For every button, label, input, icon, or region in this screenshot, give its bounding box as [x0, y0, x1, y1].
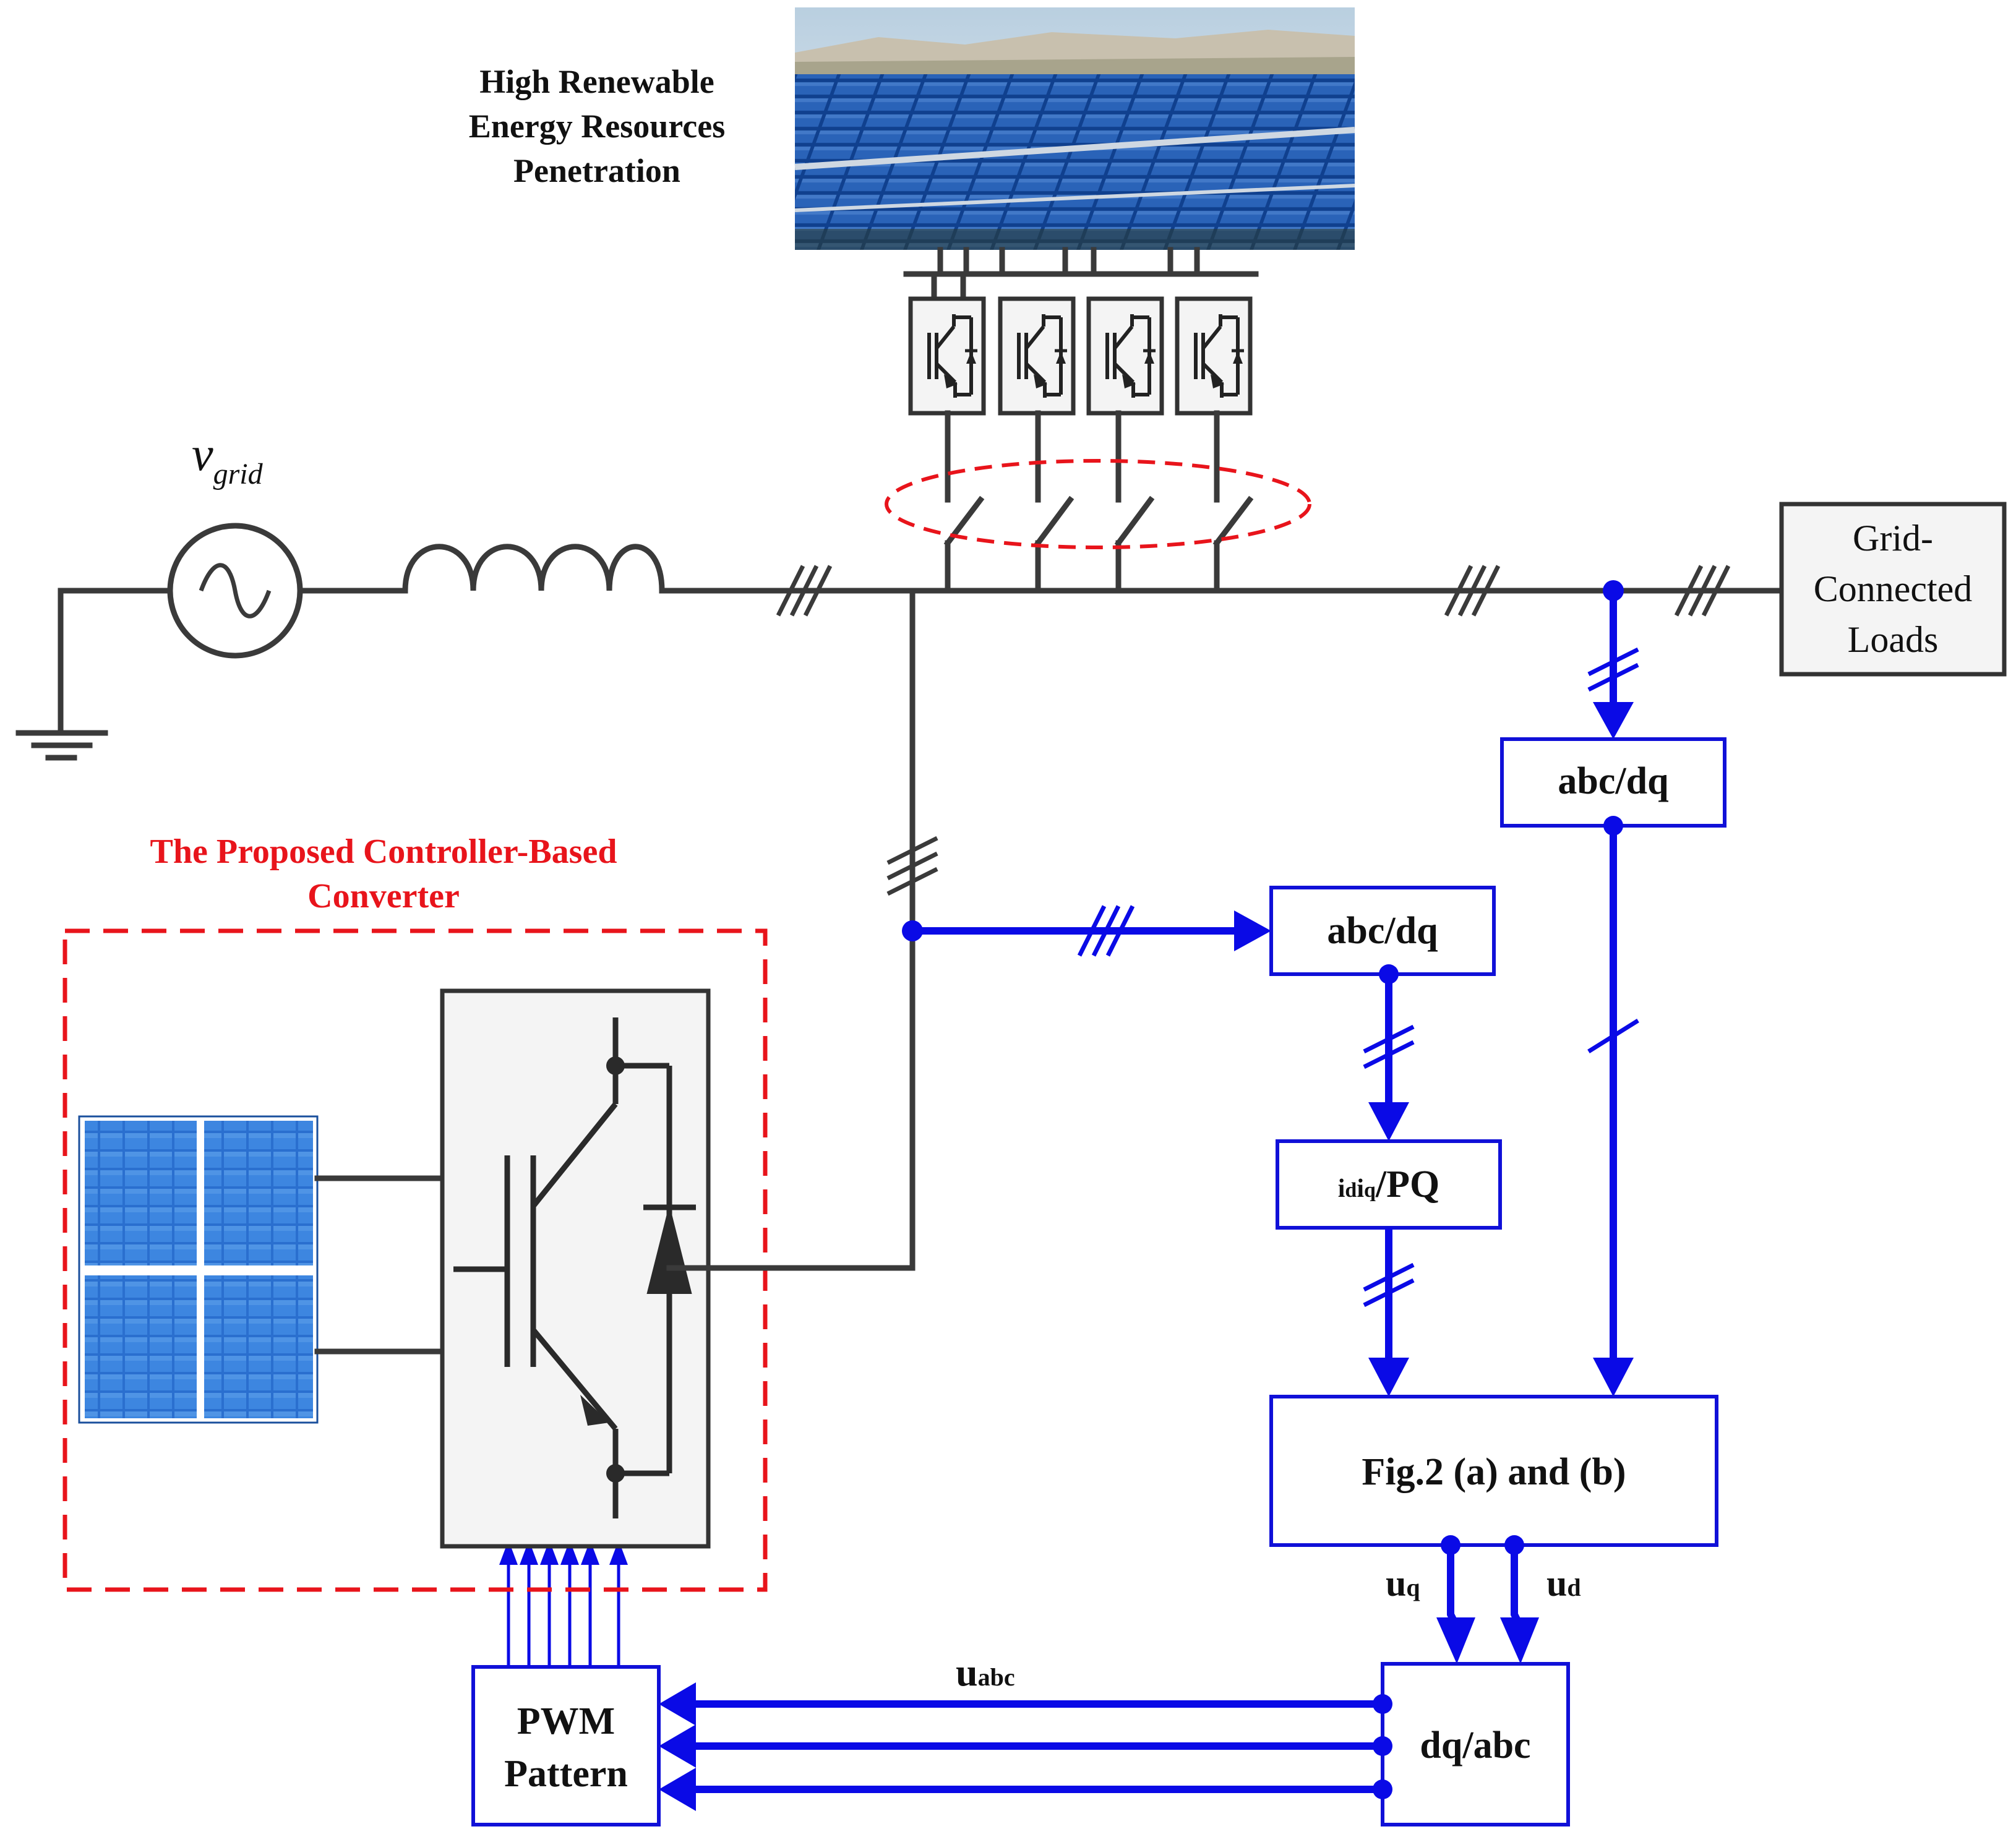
fig2-controller-label: Fig.2 (a) and (b) [1362, 1451, 1626, 1493]
vgrid-label: vgrid [192, 427, 264, 490]
solar-farm-photo [794, 7, 1355, 250]
signal-mark [1587, 1019, 1639, 1053]
dc-collector-bus [903, 247, 1259, 277]
ud-label: ud [1546, 1563, 1581, 1604]
abc-dq-block-converter [1269, 886, 1496, 976]
solar-panel-icon [78, 1115, 319, 1424]
signal-mark [1363, 1262, 1415, 1308]
fig2-controller-block [1269, 1395, 1718, 1547]
uabc-signal-lines [659, 1682, 1392, 1811]
pwm-label-line-1: PWM [517, 1700, 615, 1742]
loads-label-line-1: Grid- [1853, 518, 1933, 559]
controller-title-line-2: Converter [307, 877, 460, 915]
uq-label: uq [1386, 1563, 1420, 1604]
id-iq-pq-label: idiq/PQ [1338, 1163, 1440, 1205]
switch-group-highlight [885, 459, 1311, 549]
loads-label-line-2: Connected [1814, 568, 1973, 609]
igbt-module-2 [998, 296, 1076, 416]
igbt-module-3 [1086, 296, 1164, 416]
gate-signal-lines [499, 1540, 628, 1667]
abc-dq-block-load [1500, 737, 1726, 828]
loads-label-line-3: Loads [1848, 619, 1939, 660]
switch-icon [943, 410, 1254, 594]
igbt-icon [1194, 314, 1240, 398]
igbt-icon [927, 314, 973, 398]
signal-mark [1363, 1024, 1415, 1069]
pwm-pattern-block [471, 1665, 661, 1826]
renewable-title-line-2: Energy Resources [469, 108, 725, 145]
controller-highlight-frame [62, 928, 768, 1592]
controller-title-line-1: The Proposed Controller-Based [150, 833, 617, 871]
signal-mark [1077, 905, 1135, 957]
abc-dq-converter-label: abc/dq [1327, 910, 1438, 952]
ground-icon [15, 588, 108, 761]
ac-source-icon [167, 523, 303, 659]
feeder-three-phase-mark [886, 836, 938, 896]
abc-dq-load-label: abc/dq [1558, 760, 1668, 802]
pwm-label-line-2: Pattern [504, 1753, 628, 1795]
three-phase-marks [776, 565, 1731, 617]
uabc-label: uabc [956, 1650, 1015, 1694]
igbt-module-4 [1175, 296, 1253, 416]
igbt-module-1 [908, 271, 986, 416]
grid-connected-loads-box: Grid- Connected Loads [1779, 502, 2007, 677]
renewable-title-line-3: Penetration [513, 152, 680, 189]
inductor-icon [402, 544, 665, 591]
dq-abc-label: dq/abc [1420, 1724, 1530, 1766]
renewable-title-line-1: High Renewable [479, 63, 714, 100]
signal-mark [1587, 647, 1639, 692]
